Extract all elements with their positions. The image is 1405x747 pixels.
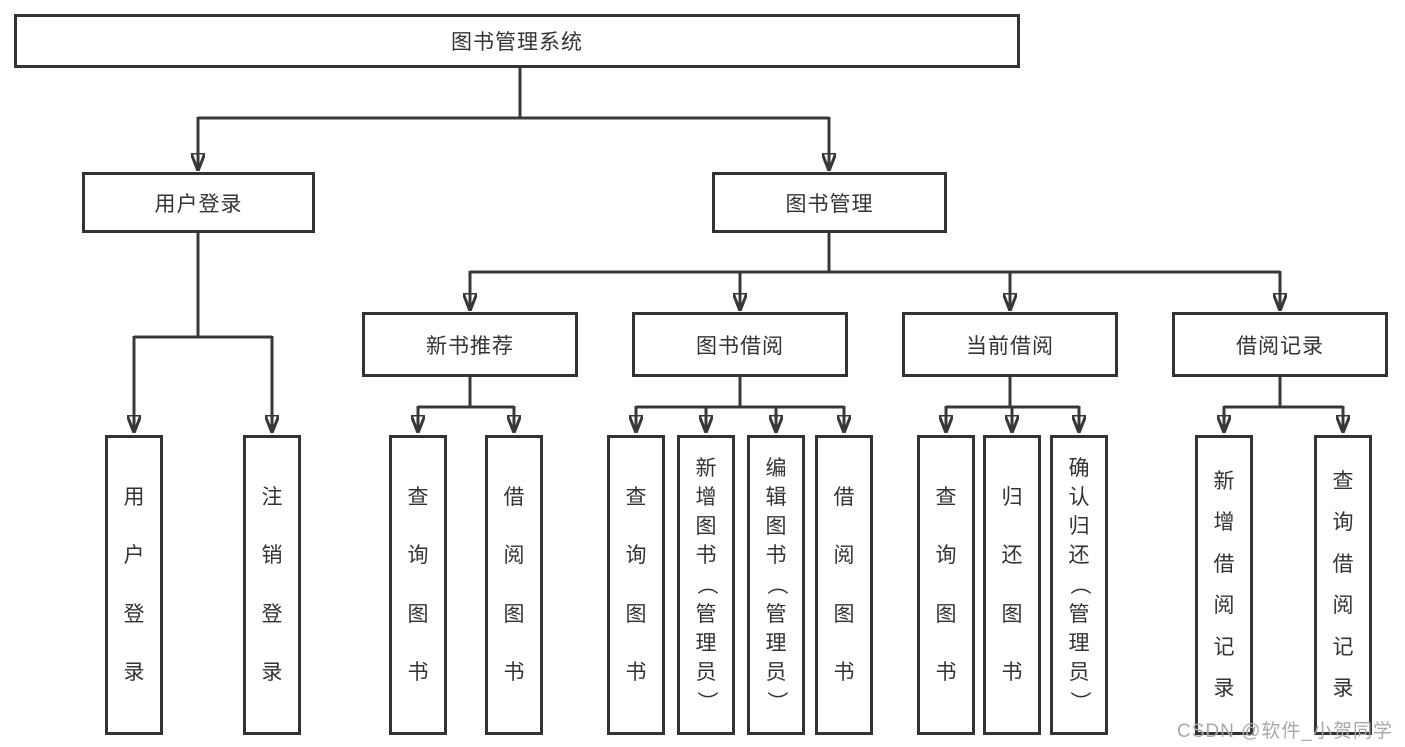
connector-borrow-to-leaves bbox=[636, 376, 844, 432]
leaf-query-books-borrow: 查询图书 bbox=[607, 435, 665, 735]
leaf-query-borrow-record: 查询借阅记录 bbox=[1314, 435, 1372, 735]
leaf-add-borrow-record: 新增借阅记录 bbox=[1195, 435, 1253, 735]
connector-records-to-leaves bbox=[1224, 376, 1343, 432]
leaf-add-books-admin: 新增图书（管理员） bbox=[677, 435, 735, 735]
leaf-confirm-return-admin: 确认归还（管理员） bbox=[1050, 435, 1108, 735]
node-system-root: 图书管理系统 bbox=[14, 14, 1020, 68]
leaf-borrow-books: 借阅图书 bbox=[815, 435, 873, 735]
leaf-query-books-newbook: 查询图书 bbox=[389, 435, 447, 735]
csdn-watermark: CSDN @软件_小贺同学 bbox=[1177, 721, 1393, 742]
leaf-user-login: 用户登录 bbox=[105, 435, 163, 735]
node-borrow-records: 借阅记录 bbox=[1172, 312, 1388, 377]
leaf-query-books-current: 查询图书 bbox=[917, 435, 975, 735]
node-current-borrow: 当前借阅 bbox=[902, 312, 1118, 377]
connector-login-to-leaves bbox=[134, 232, 272, 432]
connector-current-to-leaves bbox=[946, 376, 1079, 432]
leaf-borrow-books-newbook: 借阅图书 bbox=[485, 435, 543, 735]
node-new-book-recommend: 新书推荐 bbox=[362, 312, 578, 377]
node-book-management: 图书管理 bbox=[712, 172, 947, 233]
node-user-login: 用户登录 bbox=[82, 172, 315, 233]
leaf-edit-books-admin: 编辑图书（管理员） bbox=[747, 435, 805, 735]
node-book-borrow: 图书借阅 bbox=[632, 312, 848, 377]
connector-newbook-to-leaves bbox=[418, 376, 514, 432]
leaf-logout: 注销登录 bbox=[243, 435, 301, 735]
connector-root-to-branches bbox=[198, 67, 829, 170]
connector-mgmt-to-modules bbox=[470, 232, 1280, 310]
leaf-return-books: 归还图书 bbox=[983, 435, 1041, 735]
